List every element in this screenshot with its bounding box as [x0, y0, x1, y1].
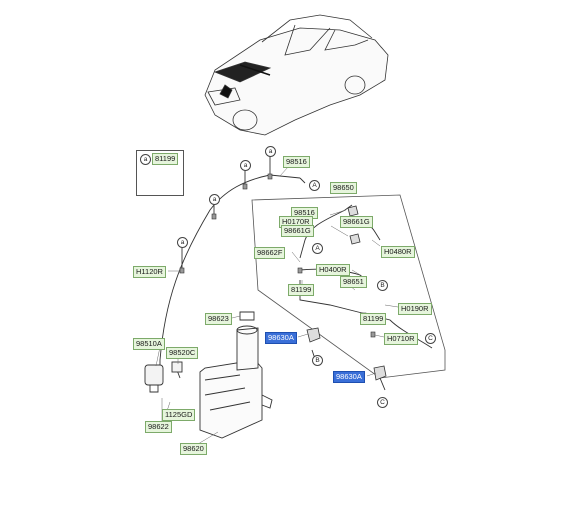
part-H1120R[interactable]: H1120R — [133, 266, 166, 278]
part-H0710R[interactable]: H0710R — [384, 333, 418, 345]
part-98650[interactable]: 98650 — [330, 182, 357, 194]
part-98520C[interactable]: 98520C — [166, 347, 199, 359]
part-81199-legend[interactable]: 81199 — [152, 153, 179, 165]
car-illustration — [204, 14, 389, 136]
callout-B-1: B — [377, 280, 388, 291]
reservoir-tank — [199, 311, 273, 439]
callout-a-1: a — [265, 146, 276, 157]
part-98510A[interactable]: 98510A — [133, 338, 165, 350]
part-98630A-1[interactable]: 98630A — [265, 332, 297, 344]
callout-C-2: C — [377, 397, 388, 408]
part-98662F[interactable]: 98662F — [254, 247, 286, 259]
part-1125GD[interactable]: 1125GD — [162, 409, 196, 421]
callout-C-1: C — [425, 333, 436, 344]
part-H0400R[interactable]: H0400R — [316, 264, 350, 276]
part-98623[interactable]: 98623 — [205, 313, 232, 325]
callout-B-2: B — [312, 355, 323, 366]
part-98620[interactable]: 98620 — [180, 443, 207, 455]
nozzles — [306, 205, 387, 381]
hose-lines — [159, 155, 433, 391]
part-98651[interactable]: 98651 — [340, 276, 367, 288]
callout-a-4: a — [177, 237, 188, 248]
callout-a-3: a — [209, 194, 220, 205]
part-98630A-2[interactable]: 98630A — [333, 371, 365, 383]
callout-A-top: A — [309, 180, 320, 191]
part-98661G-1[interactable]: 98661G — [340, 216, 373, 228]
part-81199-inset[interactable]: 81199 — [288, 284, 315, 296]
leader-lines — [155, 166, 399, 448]
callout-a-2: a — [240, 160, 251, 171]
pump-motor — [144, 361, 183, 393]
part-98661G-2[interactable]: 98661G — [281, 225, 314, 237]
part-81199-lower[interactable]: 81199 — [360, 313, 387, 325]
part-98622[interactable]: 98622 — [145, 421, 172, 433]
part-H0190R[interactable]: H0190R — [398, 303, 432, 315]
inset-panel — [251, 194, 446, 379]
callout-A-inset: A — [312, 243, 323, 254]
part-H0480R[interactable]: H0480R — [381, 246, 415, 258]
part-98516-top[interactable]: 98516 — [283, 156, 310, 168]
callout-a-legend: a — [140, 154, 151, 165]
